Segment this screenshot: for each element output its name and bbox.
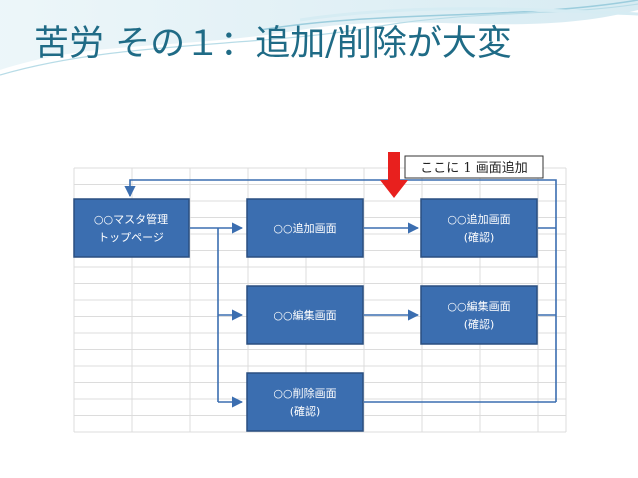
box-add-confirm-line2: (確認) xyxy=(464,230,495,244)
box-edit-confirm-screen: ○○編集画面 (確認) xyxy=(420,285,538,345)
callout: ここに 1 画面追加 xyxy=(404,155,544,179)
box-top-page: ○○マスタ管理 トップページ xyxy=(73,198,190,258)
box-edit-confirm-line1: ○○編集画面 xyxy=(447,299,510,313)
callout-text: ここに 1 画面追加 xyxy=(420,160,528,176)
slide-title: 苦労 その１：追加/削除が大変 xyxy=(34,24,512,64)
box-delete-confirm-screen: ○○削除画面 (確認) xyxy=(246,372,364,432)
box-add-confirm-screen: ○○追加画面 (確認) xyxy=(420,198,538,258)
header-wave-decoration xyxy=(0,0,638,76)
connectors xyxy=(124,179,557,408)
box-edit-screen-line1: ○○編集画面 xyxy=(273,308,336,322)
box-edit-screen: ○○編集画面 xyxy=(246,285,364,345)
box-add-confirm-line1: ○○追加画面 xyxy=(447,212,510,226)
box-top-page-line1: ○○マスタ管理 xyxy=(94,212,168,226)
box-delete-confirm-line1: ○○削除画面 xyxy=(273,386,336,400)
box-edit-confirm-line2: (確認) xyxy=(464,317,495,331)
box-add-screen: ○○追加画面 xyxy=(246,198,364,258)
connector-return-loop xyxy=(124,179,557,402)
box-delete-confirm-line2: (確認) xyxy=(290,404,321,418)
box-add-screen-line1: ○○追加画面 xyxy=(273,221,336,235)
insert-indicator-arrow xyxy=(380,152,408,198)
box-top-page-line2: トップページ xyxy=(98,231,164,244)
